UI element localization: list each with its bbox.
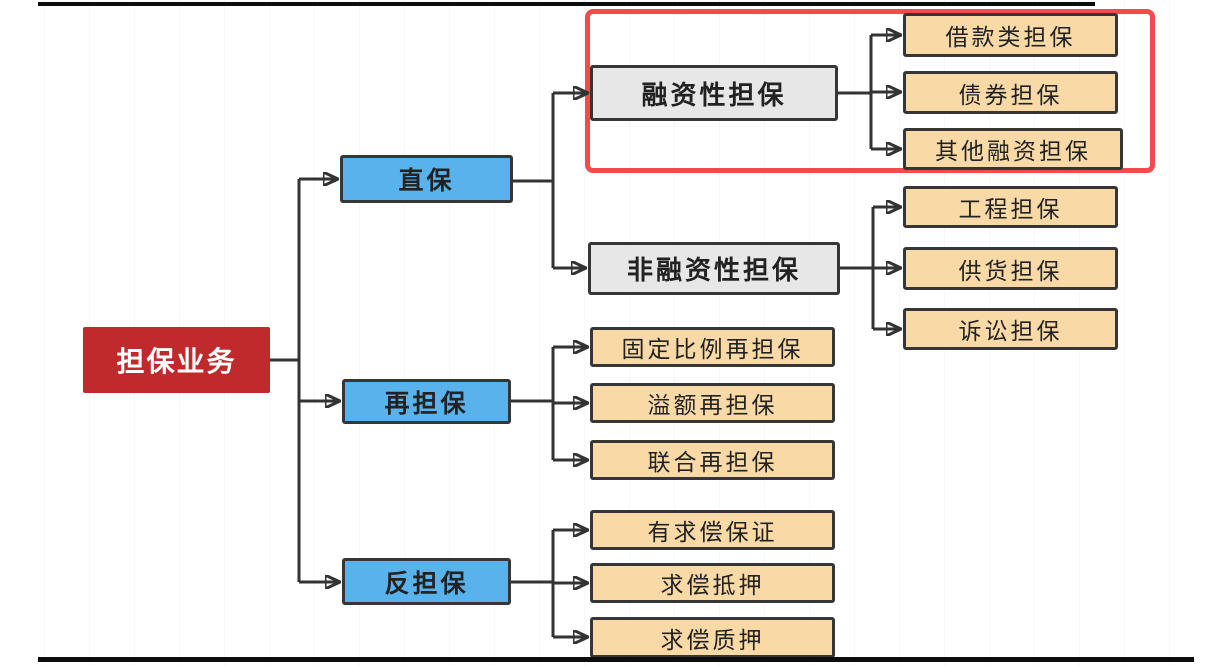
node-bond-guarantee: 债券担保: [903, 71, 1118, 114]
bottom-horizontal-rule: [38, 657, 1194, 662]
connector-counterguarantee-to-leaves: [511, 530, 587, 637]
node-recourse-pledge: 求偿质押: [590, 617, 835, 658]
node-fixed-ratio-re-guarantee: 固定比例再担保: [590, 327, 835, 367]
node-joint-re-guarantee: 联合再担保: [590, 440, 835, 480]
node-supply-guarantee: 供货担保: [903, 247, 1118, 290]
node-loan-type-guarantee: 借款类担保: [903, 13, 1118, 57]
node-re-guarantee: 再担保: [342, 379, 511, 424]
node-recourse-mortgage: 求偿抵押: [590, 563, 835, 603]
node-guarantee-business: 担保业务: [83, 327, 270, 393]
node-other-financing-guarantee: 其他融资担保: [903, 128, 1123, 170]
connector-financing-to-leaves: [838, 35, 900, 149]
node-financing-guarantee: 融资性担保: [590, 65, 838, 121]
node-excess-re-guarantee: 溢额再担保: [590, 383, 835, 423]
connector-direct-to-categories: [513, 93, 587, 268]
connector-nonfinancing-to-leaves: [840, 207, 900, 329]
node-direct-guarantee: 直保: [340, 155, 513, 203]
connector-reguarantee-to-leaves: [511, 347, 587, 460]
top-horizontal-rule: [38, 2, 1095, 6]
node-counter-guarantee: 反担保: [342, 558, 511, 605]
node-non-financing-guarantee: 非融资性担保: [588, 242, 840, 295]
node-litigation-guarantee: 诉讼担保: [903, 308, 1118, 350]
node-recourse-assurance: 有求偿保证: [590, 510, 835, 550]
connector-root-to-branches: [270, 179, 339, 582]
node-engineering-guarantee: 工程担保: [903, 186, 1118, 228]
